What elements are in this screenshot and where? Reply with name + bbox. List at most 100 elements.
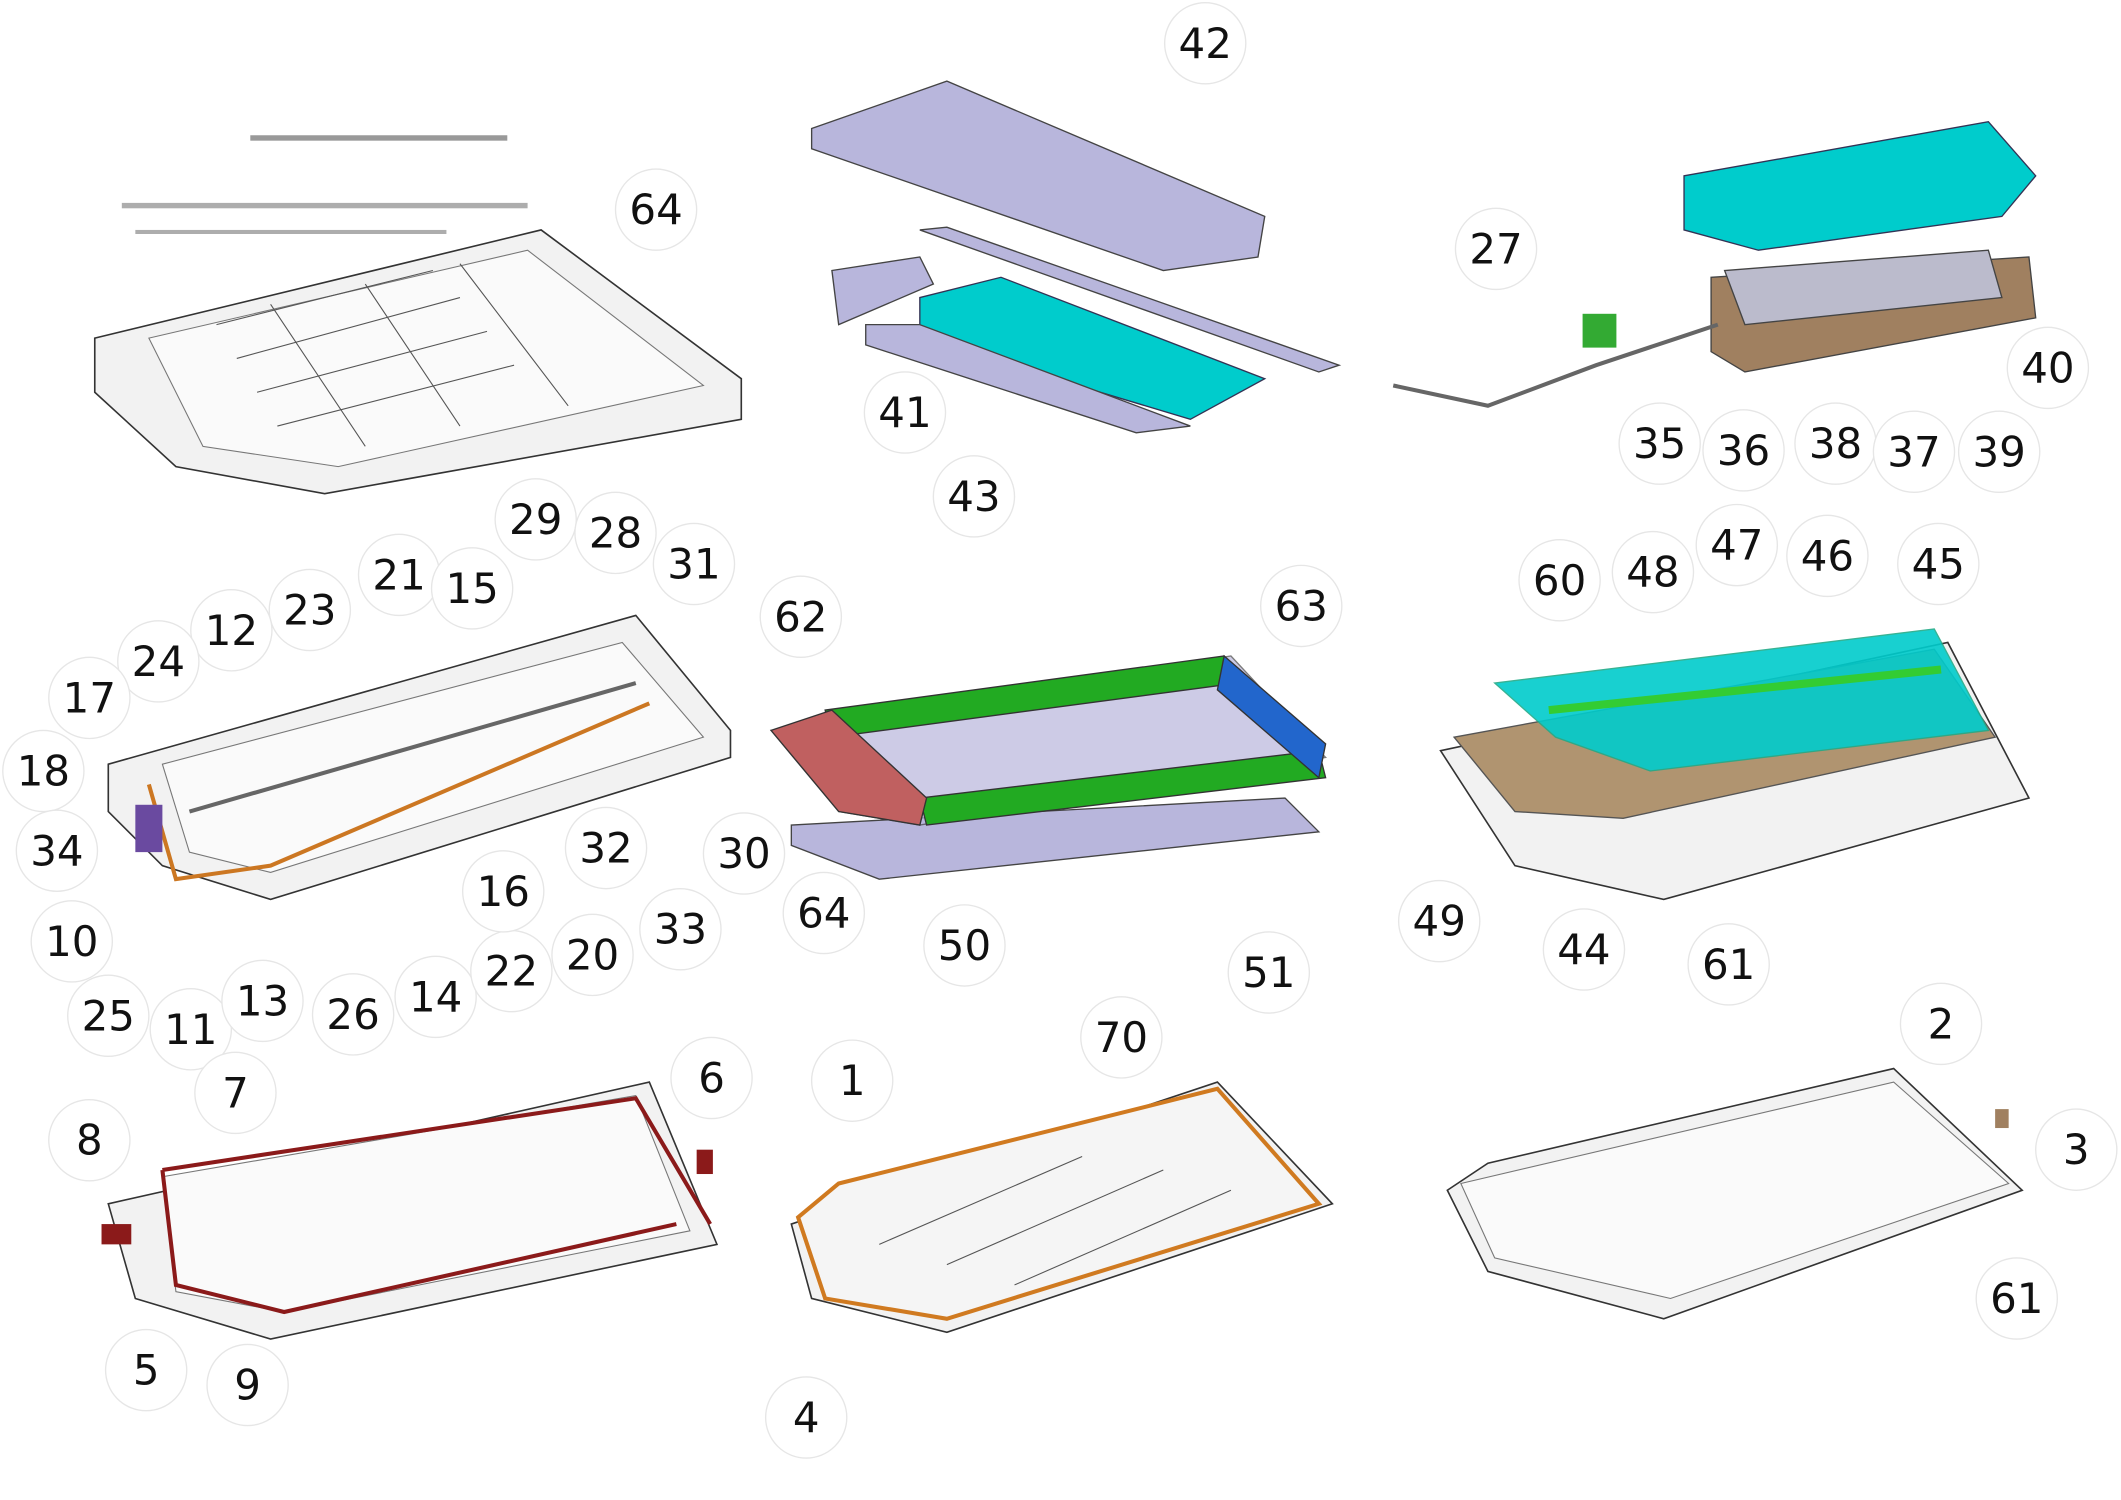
callout-circle: [923, 904, 1006, 987]
callout-number: 10: [45, 917, 98, 966]
callout-2: 2: [1899, 982, 1983, 1066]
callout-circle: [48, 1098, 131, 1182]
callout-number: 23: [283, 586, 336, 635]
callout-circle: [494, 478, 577, 561]
callout-62: 62: [759, 575, 843, 659]
callout-circle: [268, 568, 352, 652]
callout-26: 26: [311, 973, 395, 1056]
callout-number: 13: [236, 976, 289, 1025]
callout-number: 34: [30, 826, 83, 875]
module-pack-view: [93, 135, 743, 495]
fasteners: [121, 135, 528, 234]
callout-circle: [932, 455, 1016, 538]
callout-circle: [221, 959, 304, 1043]
callout-number: 48: [1626, 548, 1679, 597]
callout-number: 7: [222, 1068, 249, 1117]
callout-circle: [394, 955, 477, 1039]
callout-circle: [1611, 530, 1695, 614]
callout-number: 51: [1242, 948, 1295, 997]
callout-number: 26: [326, 990, 379, 1039]
callout-number: 32: [579, 824, 632, 873]
callout-circle: [639, 887, 722, 971]
callout-circle: [551, 913, 634, 997]
callout-number: 30: [717, 829, 770, 878]
callout-11: 11: [149, 988, 233, 1071]
callout-number: 29: [509, 495, 562, 544]
callout-number: 50: [938, 921, 991, 970]
callout-circle: [574, 491, 657, 575]
callout-42: 42: [1163, 2, 1247, 85]
callout-number: 25: [82, 991, 135, 1040]
callout-23: 23: [268, 568, 352, 652]
callout-49: 49: [1397, 879, 1481, 963]
callout-40: 40: [2006, 326, 2090, 410]
callout-number: 9: [234, 1361, 261, 1410]
callout-number: 5: [133, 1346, 160, 1395]
callout-circle: [194, 1051, 277, 1135]
callout-3: 3: [2035, 1108, 2118, 1191]
callout-circle: [670, 1036, 753, 1120]
callout-number: 61: [1702, 940, 1755, 989]
callout-circle: [759, 575, 843, 659]
callout-41: 41: [863, 371, 947, 454]
callout-45: 45: [1897, 522, 1980, 606]
callout-circle: [652, 522, 736, 606]
callout-number: 33: [654, 905, 707, 954]
callout-30: 30: [702, 812, 786, 895]
junction-box-view: [1392, 120, 2037, 408]
callout-circle: [430, 547, 514, 630]
callout-circle: [190, 589, 273, 672]
callout-number: 4: [793, 1393, 820, 1442]
callout-20: 20: [551, 913, 634, 997]
callout-14: 14: [394, 955, 477, 1039]
callout-4: 4: [764, 1376, 848, 1459]
callout-circle: [1786, 514, 1869, 598]
callout-number: 37: [1887, 427, 1940, 476]
callout-circle: [1957, 410, 2041, 494]
callout-25: 25: [67, 974, 150, 1058]
callout-61: 61: [1687, 923, 1770, 1006]
callout-21: 21: [357, 533, 441, 617]
callout-28: 28: [574, 491, 657, 575]
callout-5: 5: [104, 1328, 188, 1412]
callout-number: 16: [477, 867, 530, 916]
callout-circle: [1897, 522, 1980, 606]
callout-circle: [48, 656, 131, 740]
callout-17: 17: [48, 656, 131, 740]
callout-circle: [614, 168, 698, 251]
callout-13: 13: [221, 959, 304, 1043]
callout-number: 17: [63, 673, 116, 722]
callout-number: 31: [667, 540, 720, 589]
callout-31: 31: [652, 522, 736, 606]
callout-number: 60: [1533, 556, 1586, 605]
callout-1: 1: [810, 1039, 894, 1122]
callout-64: 64: [782, 871, 866, 955]
callout-circle: [1454, 207, 1538, 291]
callout-circle: [1518, 538, 1601, 622]
callout-circle: [2, 729, 85, 813]
callout-circle: [311, 973, 395, 1056]
sealed-tray-view: [790, 1081, 1334, 1334]
wiring-harness-view: [101, 1081, 719, 1340]
callout-circle: [206, 1343, 289, 1427]
callout-number: 6: [698, 1053, 725, 1102]
callout-circle: [1397, 879, 1481, 963]
callout-number: 20: [566, 930, 619, 979]
callout-32: 32: [564, 806, 648, 890]
cell-harness-view: [107, 614, 732, 901]
callout-circle: [1702, 409, 1785, 492]
callout-circle: [1542, 908, 1626, 991]
callout-60: 60: [1518, 538, 1601, 622]
callout-15: 15: [430, 547, 514, 630]
callout-number: 22: [485, 947, 538, 996]
callout-number: 28: [589, 508, 642, 557]
callout-circle: [1080, 996, 1163, 1079]
callout-circle: [1975, 1257, 2059, 1340]
callout-50: 50: [923, 904, 1006, 987]
callout-number: 2: [1928, 999, 1955, 1048]
callout-number: 49: [1413, 897, 1466, 946]
callout-circle: [810, 1039, 894, 1122]
callout-number: 18: [17, 746, 70, 795]
